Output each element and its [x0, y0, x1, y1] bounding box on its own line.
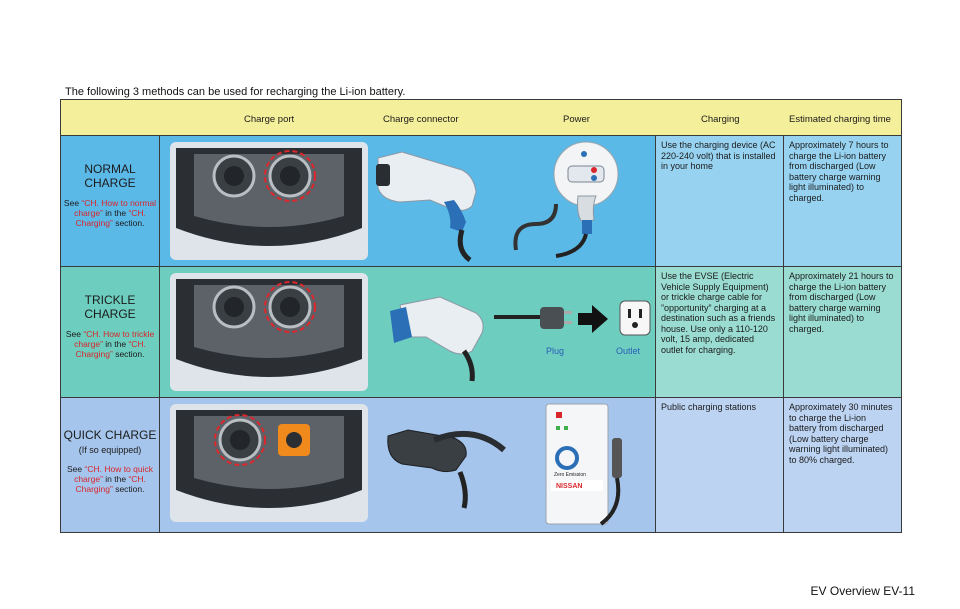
header-power: Power: [563, 114, 590, 125]
method-title-line1: TRICKLE: [84, 293, 136, 307]
quick-charge-station-image: [545, 403, 622, 526]
normal-charging-cell: Use the charging device (AC 220-240 volt…: [656, 136, 784, 266]
see-prefix: See: [65, 329, 84, 339]
in-the-text: in the: [102, 339, 129, 349]
charging-methods-table: Charge port Charge connector Power Charg…: [60, 99, 902, 533]
see-reference: See “CH. How to quick charge” in the “CH…: [61, 464, 159, 494]
quick-charge-link[interactable]: “CH. How to quick charge”: [74, 464, 153, 484]
trickle-illustration-cell: Plug Outlet: [160, 267, 656, 397]
normal-time-cell: Approximately 7 hours to charge the Li-i…: [784, 136, 901, 266]
method-title: QUICK CHARGE (If so equipped): [61, 428, 159, 456]
method-title-line2: (If so equipped): [78, 445, 142, 455]
normal-label-cell: NORMAL CHARGE See “CH. How to normal cha…: [61, 136, 160, 266]
method-title-line1: QUICK CHARGE: [63, 428, 157, 442]
header-estimated-time: Estimated charging time: [789, 114, 891, 125]
trickle-charge-illustration: [170, 273, 651, 391]
header-charge-connector: Charge connector: [383, 114, 459, 125]
see-reference: See “CH. How to normal charge” in the “C…: [61, 198, 159, 228]
charging-section-link[interactable]: “CH. Charging”: [75, 474, 146, 494]
see-prefix: See: [63, 198, 82, 208]
quick-illustration-cell: Zero Emission NISSAN: [160, 398, 656, 532]
charging-section-link[interactable]: “CH. Charging”: [75, 208, 146, 228]
charge-port-image: [170, 404, 368, 522]
in-the-text: in the: [102, 208, 129, 218]
quick-label-cell: QUICK CHARGE (If so equipped) See “CH. H…: [61, 398, 160, 532]
method-title: TRICKLE CHARGE: [61, 293, 159, 321]
trickle-charge-link[interactable]: “CH. How to trickle charge”: [74, 329, 155, 349]
trickle-label-cell: TRICKLE CHARGE See “CH. How to trickle c…: [61, 267, 160, 397]
outlet-caption: Outlet: [616, 346, 641, 356]
charge-connector-image: [387, 429, 506, 509]
quick-charge-illustration: [170, 403, 622, 526]
power-wall-unit-image: [513, 141, 619, 258]
plug-image: [494, 307, 572, 329]
method-title-line1: NORMAL: [84, 162, 136, 176]
see-reference: See “CH. How to trickle charge” in the “…: [61, 329, 159, 359]
header-charging: Charging: [701, 114, 740, 125]
method-title-line2: CHARGE: [84, 176, 136, 190]
section-suffix: section.: [112, 349, 145, 359]
table-row-normal: NORMAL CHARGE See “CH. How to normal cha…: [61, 136, 901, 267]
method-title: NORMAL CHARGE: [61, 162, 159, 190]
quick-charging-cell: Public charging stations: [656, 398, 784, 532]
trickle-charging-cell: Use the EVSE (Electric Vehicle Supply Eq…: [656, 267, 784, 397]
see-prefix: See: [67, 464, 85, 474]
charge-connector-image: [390, 296, 484, 382]
table-row-quick: QUICK CHARGE (If so equipped) See “CH. H…: [61, 398, 901, 532]
section-suffix: section.: [112, 484, 145, 494]
in-the-text: in the: [102, 474, 129, 484]
section-suffix: section.: [112, 218, 145, 228]
intro-text: The following 3 methods can be used for …: [65, 86, 406, 98]
normal-charge-illustration: [170, 141, 619, 263]
quick-time-cell: Approximately 30 minutes to charge the L…: [784, 398, 901, 532]
charge-connector-image: [376, 151, 477, 263]
charge-port-image: [170, 273, 368, 391]
header-charge-port: Charge port: [244, 114, 295, 125]
outlet-image: [619, 300, 651, 336]
arrow-right-icon: [578, 305, 608, 333]
charging-section-link[interactable]: “CH. Charging”: [75, 339, 146, 359]
method-title-line2: CHARGE: [84, 307, 136, 321]
page-footer: EV Overview EV-11: [810, 584, 915, 598]
trickle-time-cell: Approximately 21 hours to charge the Li-…: [784, 267, 901, 397]
charge-port-image: [170, 142, 368, 260]
normal-illustration-cell: [160, 136, 656, 266]
table-header: Charge port Charge connector Power Charg…: [61, 100, 901, 136]
normal-charge-link[interactable]: “CH. How to normal charge”: [74, 198, 157, 218]
station-zero-emission-label: Zero Emission: [554, 472, 586, 478]
plug-caption: Plug: [546, 346, 565, 356]
table-row-trickle: TRICKLE CHARGE See “CH. How to trickle c…: [61, 267, 901, 398]
station-brand-label: NISSAN: [556, 483, 583, 490]
